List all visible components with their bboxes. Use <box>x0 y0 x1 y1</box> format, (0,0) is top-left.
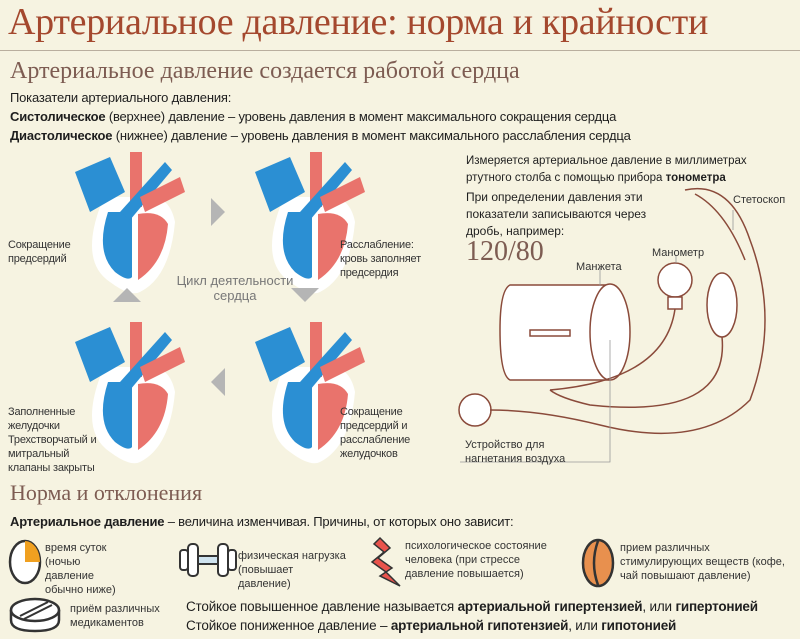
pump-bulb <box>706 272 738 338</box>
systolic-term: Систолическое <box>10 109 106 124</box>
stethoscope-head <box>458 393 492 427</box>
notation-text: При определении давления эти показатели … <box>466 190 647 238</box>
stethoscope-label: Стетоскоп <box>733 194 786 206</box>
cycle-center-label: Цикл деятельности сердца <box>176 273 294 303</box>
hyper-or: , или <box>642 599 676 614</box>
factor-text: прием различных стимулирующих веществ (к… <box>620 542 785 582</box>
pill-icon <box>9 597 61 633</box>
hypotension-definition: Стойкое пониженное давление – артериальн… <box>186 618 676 633</box>
manometer <box>657 262 693 298</box>
dumbbell-icon <box>179 543 237 577</box>
diastolic-term: Диастолическое <box>10 128 113 143</box>
arrow-down-icon <box>291 288 319 302</box>
pressure-example: 120/80 <box>466 236 544 267</box>
lightning-icon <box>370 536 401 587</box>
clock-icon <box>8 539 42 585</box>
hypo-text: Стойкое пониженное давление – <box>186 618 391 633</box>
measurement-text: Измеряется артериальное давление в милли… <box>466 153 786 187</box>
coffee-bean-icon <box>581 538 615 588</box>
systolic-definition: Систолическое (верхнее) давление – урове… <box>10 109 616 124</box>
cuff-label: Манжета <box>576 261 622 273</box>
tonometer-term: тонометра <box>665 172 726 184</box>
hypo-or: , или <box>568 618 602 633</box>
diastolic-definition: Диастолическое (нижнее) давление – урове… <box>10 128 631 143</box>
hypotonia-term: гипотонией <box>601 618 677 633</box>
stage-label: Расслабление: кровь заполняет предсердия <box>340 239 421 279</box>
hyper-text: Стойкое повышенное давление называется <box>186 599 458 614</box>
arrow-right-icon <box>211 198 225 226</box>
factor-text: психологическое состояние человека (при … <box>405 540 547 580</box>
hypotension-term: артериальной гипотензией <box>390 618 569 633</box>
section-title: Норма и отклонения <box>10 480 203 505</box>
diastolic-text: (нижнее) давление – уровень давления в м… <box>112 128 631 143</box>
factor-text: физическая нагрузка (повышает давление) <box>238 550 346 590</box>
stage-label: Заполненные желудочки Трехстворчатый и м… <box>8 406 97 474</box>
pump-label: Устройство для нагнетания воздуха <box>465 439 566 465</box>
norms-intro: Артериальное давление – величина изменчи… <box>10 514 514 529</box>
divider <box>0 50 800 51</box>
stage-label: Сокращение предсердий <box>8 239 71 265</box>
heart-stage-1 <box>75 152 185 294</box>
hypertension-term: артериальной гипертензией <box>457 599 643 614</box>
indicators-heading: Показатели артериального давления: <box>10 90 232 105</box>
manometer-label: Манометр <box>652 247 705 259</box>
section-title: Артериальное давление создается работой … <box>10 58 520 84</box>
measurement-text-body: Измеряется артериальное давление в милли… <box>466 155 747 184</box>
page-title: Артериальное давление: норма и крайности <box>8 1 708 43</box>
arrow-up-icon <box>113 288 141 302</box>
intro-text: – величина изменчивая. Причины, от котор… <box>164 514 514 529</box>
hypertonia-term: гипертонией <box>675 599 758 614</box>
factor-text: время суток (ночью давление обычно ниже) <box>45 542 116 596</box>
intro-term: Артериальное давление <box>10 514 165 529</box>
systolic-text: (верхнее) давление – уровень давления в … <box>105 109 617 124</box>
stage-label: Сокращение предсердий и расслабление жел… <box>340 406 411 460</box>
hypertension-definition: Стойкое повышенное давление называется а… <box>186 599 758 614</box>
factor-text: приём различных медикаментов <box>70 603 160 629</box>
arrow-left-icon <box>211 368 225 396</box>
tonometer-illustration <box>458 187 766 463</box>
heart-cycle-diagram <box>75 152 365 464</box>
